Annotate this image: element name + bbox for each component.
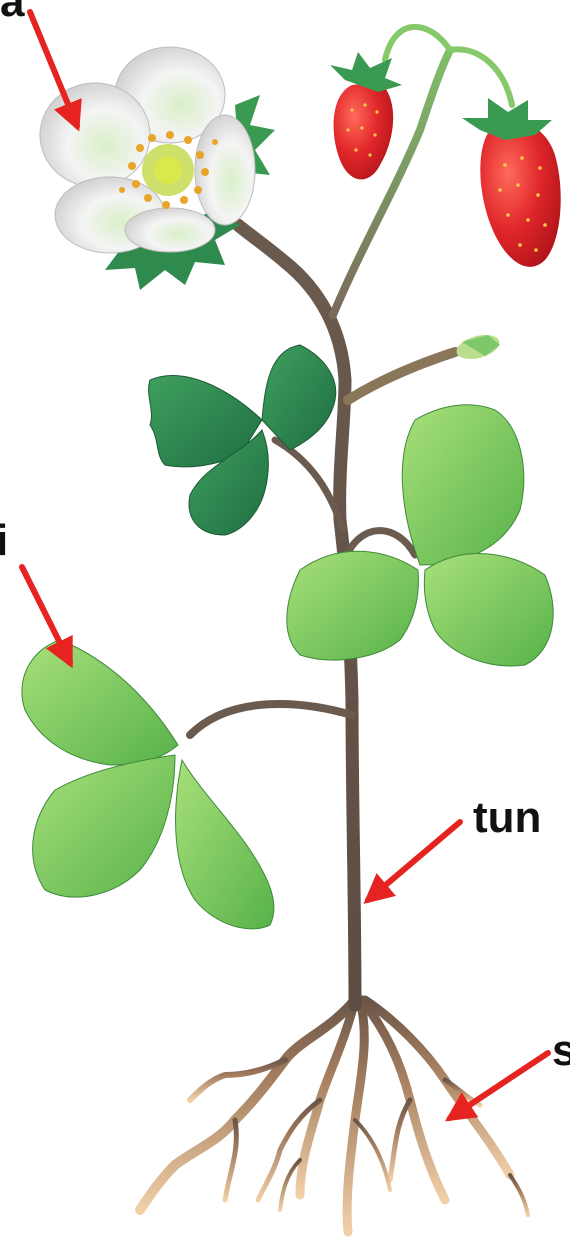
strawberry-small — [330, 52, 402, 179]
roots — [140, 1000, 528, 1232]
flower — [40, 47, 275, 290]
label-flower: a — [0, 0, 25, 26]
strawberry-large — [462, 98, 561, 267]
arrow-stem — [368, 822, 460, 900]
lower-left-petiole — [190, 704, 352, 735]
label-leaf: i — [0, 516, 8, 565]
label-stem: tun — [473, 793, 541, 842]
petal-left — [40, 83, 150, 187]
middle-leaf — [287, 405, 553, 666]
upper-left-petiole — [275, 440, 343, 530]
upper-leaf — [149, 345, 336, 535]
fruit-stem-2 — [450, 49, 512, 105]
arrow-root — [450, 1053, 548, 1118]
bud — [454, 331, 502, 364]
petal-bottom — [125, 208, 215, 252]
label-root: s — [552, 1026, 570, 1075]
bud-stem — [348, 352, 455, 400]
fruit-stem-1 — [385, 27, 450, 60]
lower-leaf — [22, 640, 274, 929]
